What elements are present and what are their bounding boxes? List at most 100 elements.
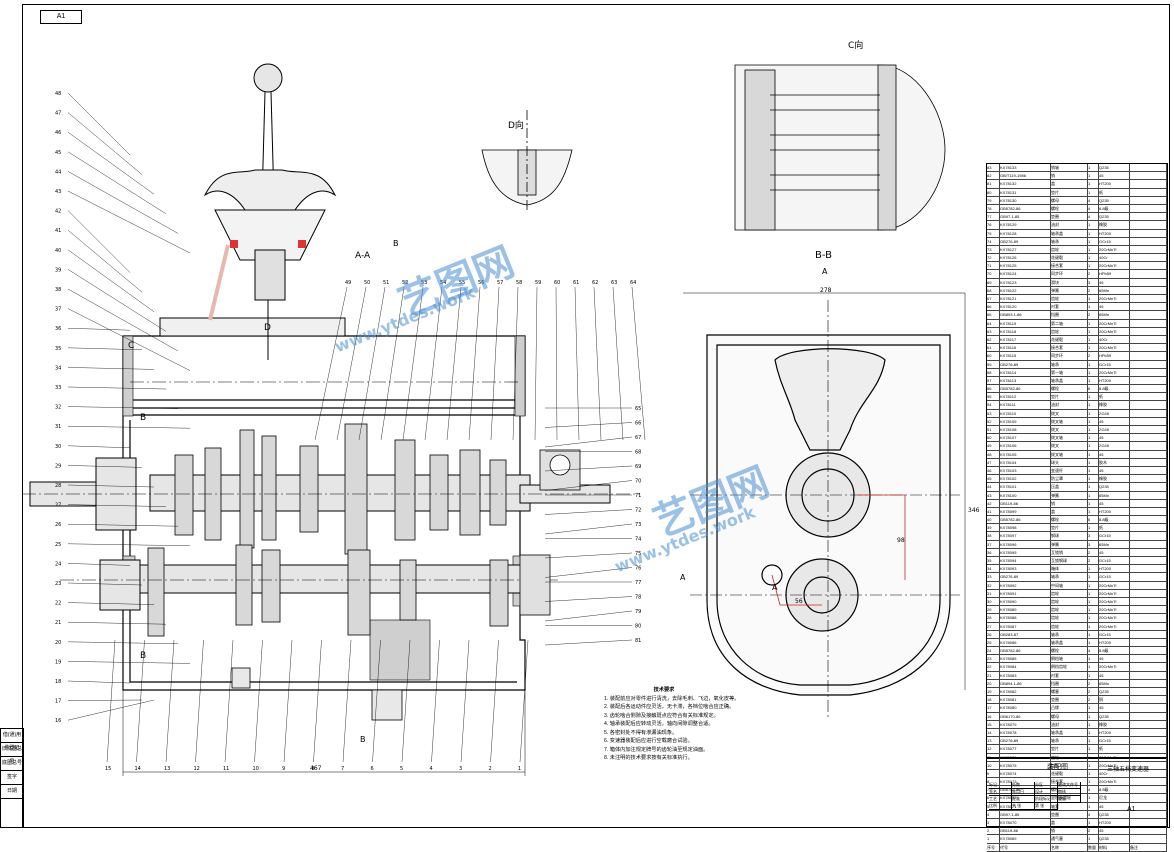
bottom-callout-7: 7 <box>341 766 344 772</box>
bottom-callout-13: 13 <box>164 766 170 772</box>
bottom-leader-11 <box>224 639 234 763</box>
bom-cell: 1 <box>1088 614 1099 622</box>
bom-cell: 80 <box>987 188 1000 196</box>
right-callout-81: 81 <box>635 638 641 644</box>
bottom-callout-12: 12 <box>194 766 200 772</box>
bom-cell: 1 <box>1088 483 1099 491</box>
bottom-callout-1: 1 <box>518 766 521 772</box>
bom-cell <box>1130 794 1167 802</box>
bb-height-label: 346 <box>968 507 980 514</box>
bom-cell: 59 <box>987 360 1000 368</box>
bom-cell: GCr15 <box>1099 573 1130 581</box>
left-callout-39: 39 <box>55 267 61 273</box>
bom-cell <box>1130 221 1167 229</box>
bom-cell <box>1130 335 1167 344</box>
bom-header-cell: 代号 <box>1000 843 1051 851</box>
bom-cell: 1 <box>1088 229 1099 237</box>
bom-cell: 45 <box>1099 303 1130 311</box>
bom-cell: 58 <box>987 368 1000 376</box>
bom-cell: 拨叉 <box>1051 409 1088 417</box>
bom-cell: 56 <box>987 385 1000 393</box>
c-view-section <box>734 64 946 231</box>
bom-cell: 2 <box>1088 548 1099 556</box>
tech-notes-title: 技术要求 <box>653 687 675 693</box>
left-callout-45: 45 <box>55 150 61 156</box>
bom-cell: 纸 <box>1099 393 1130 401</box>
bom-cell: 2 <box>1088 679 1099 687</box>
bom-cell: 轴承盖 <box>1051 638 1088 647</box>
left-strip-cell: 签字 <box>1 771 23 785</box>
bom-cell: KX78124 <box>1000 270 1051 278</box>
top-leader-57 <box>490 286 500 441</box>
bom-cell: 轴承盖 <box>1051 728 1088 737</box>
bom-cell: 齿轮 <box>1051 327 1088 335</box>
bom-cell: 纸 <box>1099 188 1130 196</box>
left-leader-39 <box>67 269 167 332</box>
bom-cell: 76 <box>987 221 1000 229</box>
right-callout-67: 67 <box>635 435 641 441</box>
bom-cell: 1 <box>1088 655 1099 663</box>
main-drawing: 4847464544434241403938373635343332313029… <box>22 39 980 776</box>
bom-cell: 1 <box>1088 606 1099 614</box>
bom-cell: 垫片 <box>1051 524 1088 532</box>
bottom-leader-14 <box>136 639 145 763</box>
bom-cell: 3 <box>1088 278 1099 286</box>
bom-cell: 拨叉 <box>1051 442 1088 450</box>
left-leader-28 <box>67 484 155 488</box>
left-callout-41: 41 <box>55 228 61 234</box>
bom-cell: KX78101 <box>1000 483 1051 491</box>
bottom-callout-6: 6 <box>371 766 374 772</box>
bb-width-label: 278 <box>820 287 832 294</box>
bottom-leader-10 <box>254 639 263 763</box>
bom-cell: KX78109 <box>1000 417 1051 425</box>
bom-cell <box>1130 409 1167 417</box>
bom-cell: 橡胶 <box>1099 720 1130 728</box>
bom-cell: 1 <box>1088 524 1099 532</box>
bom-cell: 13 <box>987 737 1000 745</box>
b-mark-bottom: B <box>360 735 366 744</box>
bom-cell: 弹簧 <box>1051 540 1088 548</box>
bom-cell: KX78119 <box>1000 319 1051 327</box>
bom-cell: 1 <box>1088 589 1099 597</box>
left-strip-cell: 底图总号 <box>1 757 23 771</box>
bom-cell: KX78132 <box>1000 180 1051 188</box>
bom-cell: 3 <box>1088 532 1099 540</box>
bom-cell: 45 <box>1099 671 1130 679</box>
right-leader-72 <box>544 509 633 515</box>
bom-cell <box>1130 712 1167 720</box>
bom-cell: 接合套 <box>1051 778 1088 786</box>
bom-cell <box>1130 737 1167 745</box>
bom-cell: 拨叉轴 <box>1051 417 1088 425</box>
bom-cell: Q235 <box>1099 835 1130 843</box>
bom-header-cell: 名称 <box>1051 843 1088 851</box>
right-leader-81 <box>544 639 633 646</box>
bom-cell: 销轴 <box>1051 164 1088 172</box>
bottom-leader-13 <box>165 639 175 763</box>
bom-cell: KX78121 <box>1000 295 1051 303</box>
top-callout-51: 51 <box>383 280 389 286</box>
left-callout-36: 36 <box>55 326 61 332</box>
bom-cell: 1 <box>1088 164 1099 172</box>
title-block-label: 年月日 <box>1012 789 1035 796</box>
bom-cell: GCr15 <box>1099 360 1130 368</box>
bom-cell: Q235 <box>1099 483 1130 491</box>
left-leader-37 <box>67 308 191 371</box>
bom-cell: ZG45 <box>1099 409 1130 417</box>
left-callout-42: 42 <box>55 209 61 215</box>
right-leader-76 <box>544 567 633 578</box>
bom-cell: 1 <box>1088 393 1099 401</box>
bom-cell: 齿轮 <box>1051 622 1088 630</box>
bom-cell: 66 <box>987 303 1000 311</box>
bom-cell: 垫片 <box>1051 745 1088 753</box>
bom-cell: 盖 <box>1051 819 1088 827</box>
bom-cell: 1 <box>1088 172 1099 180</box>
bom-cell: 中间轴 <box>1051 581 1088 589</box>
